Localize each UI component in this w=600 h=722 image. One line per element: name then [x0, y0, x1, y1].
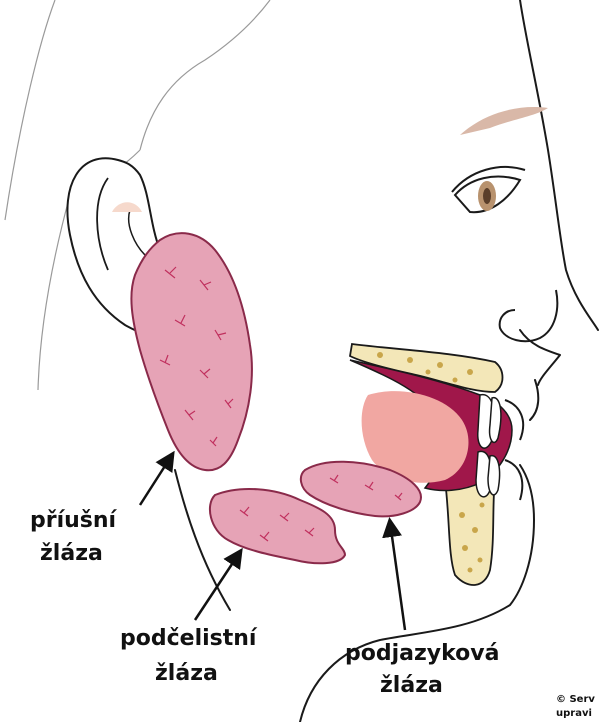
credit-line2: upravi [556, 708, 592, 719]
nose [500, 290, 558, 341]
submandibular-label-line1: podčelistní [120, 626, 258, 651]
submandibular-arrow [195, 552, 240, 620]
parotid-label-line1: příušní [30, 508, 118, 533]
credit-line1: © Serv [556, 694, 595, 705]
parotid-gland [131, 233, 252, 470]
eyebrow [460, 107, 548, 135]
eye [452, 167, 525, 212]
parotid-label-line2: žláza [40, 541, 103, 566]
sublingual-label-line2: žláza [380, 673, 443, 698]
submandibular-label-line2: žláza [155, 661, 218, 686]
parotid-arrow [140, 455, 172, 505]
sublingual-label-line1: podjazyková [345, 641, 499, 666]
sublingual-arrow [390, 522, 405, 630]
